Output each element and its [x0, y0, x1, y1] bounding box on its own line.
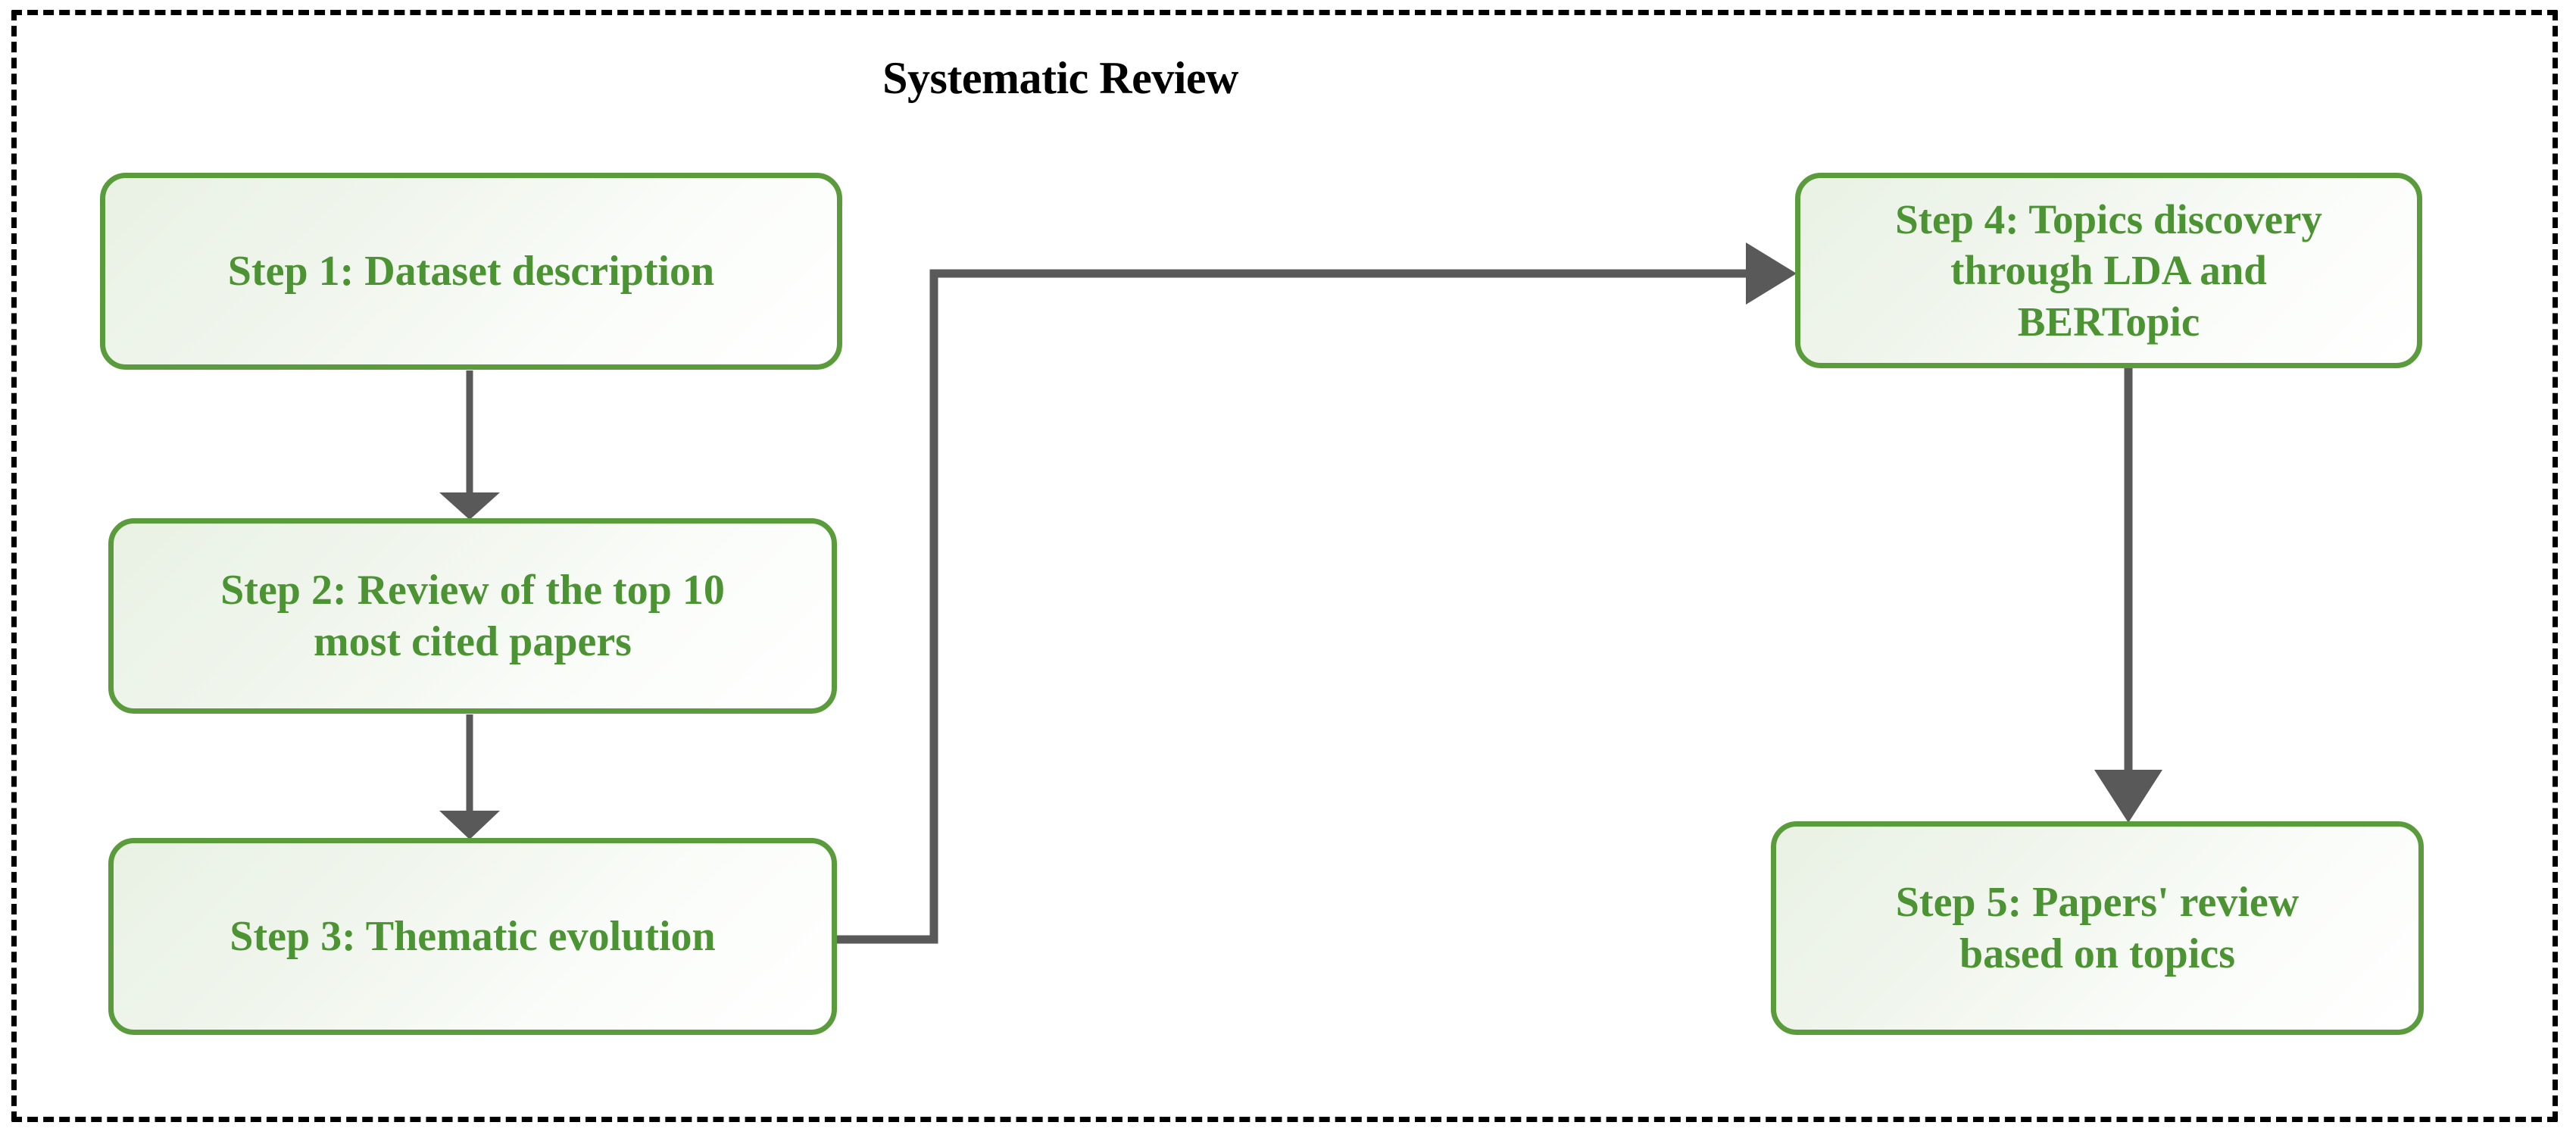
node-step5[interactable]: Step 5: Papers' review based on topics: [1771, 821, 2424, 1035]
node-step5-label: Step 5: Papers' review based on topics: [1895, 878, 2300, 977]
node-step1[interactable]: Step 1: Dataset description: [100, 173, 842, 370]
page-title: Systematic Review: [882, 53, 1238, 103]
node-step4-label: Step 4: Topics discovery through LDA and…: [1895, 196, 2322, 345]
node-step2[interactable]: Step 2: Review of the top 10 most cited …: [108, 518, 837, 714]
systematic-review-frame: [11, 10, 2558, 1122]
node-step2-label: Step 2: Review of the top 10 most cited …: [220, 566, 725, 665]
node-step4[interactable]: Step 4: Topics discovery through LDA and…: [1795, 173, 2422, 368]
node-step1-label: Step 1: Dataset description: [227, 247, 715, 295]
node-step3[interactable]: Step 3: Thematic evolution: [108, 838, 837, 1035]
node-step3-label: Step 3: Thematic evolution: [229, 912, 716, 960]
